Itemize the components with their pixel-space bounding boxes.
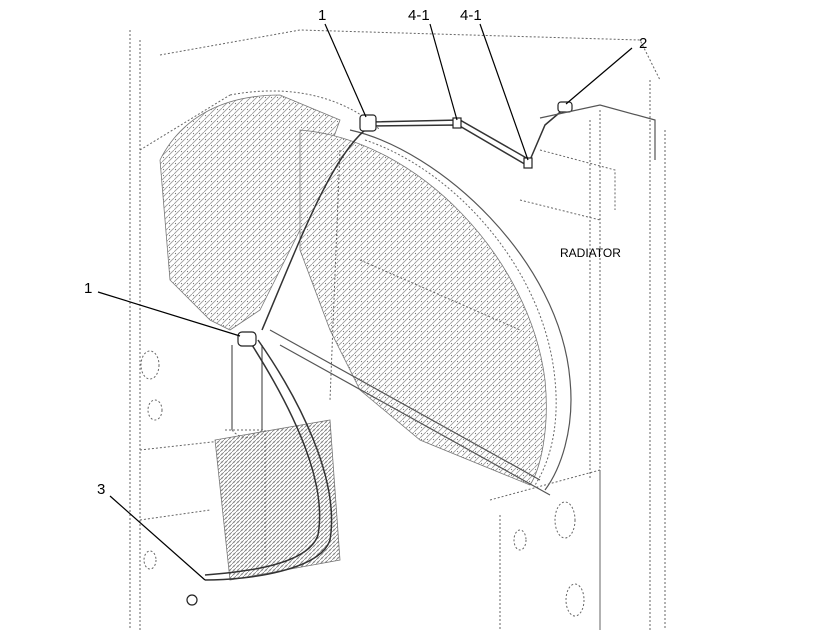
connector-1-top (359, 114, 377, 132)
fan-blades (269, 149, 551, 496)
callout-4-1-b: 4-1 (460, 7, 482, 24)
leader-4-1-a (429, 23, 458, 121)
leader-1-left (97, 291, 241, 337)
clip-4-1-b (523, 157, 533, 169)
hose-lower (204, 339, 333, 581)
callout-2: 2 (639, 35, 647, 52)
radiator-label: RADIATOR (560, 246, 621, 260)
callout-1-top: 1 (318, 7, 326, 24)
housing-outline (129, 29, 666, 630)
lower-right-block (489, 469, 601, 630)
callout-1-left: 1 (84, 280, 92, 297)
fitting-3 (186, 594, 198, 606)
callout-4-1-a: 4-1 (408, 7, 430, 24)
fan-mesh (299, 129, 547, 486)
leader-1-top (324, 23, 367, 118)
cylinder-tank (225, 345, 266, 560)
fitting-2 (557, 101, 573, 113)
left-block (140, 350, 163, 570)
leader-4-1-b (479, 23, 529, 161)
callout-3: 3 (97, 481, 105, 498)
leader-3 (109, 495, 206, 581)
radiator-core-left (159, 94, 341, 331)
connector-1-left (237, 331, 257, 347)
radiator-body (519, 104, 656, 221)
lower-cooler-mesh (214, 419, 341, 581)
leader-2 (565, 47, 633, 105)
